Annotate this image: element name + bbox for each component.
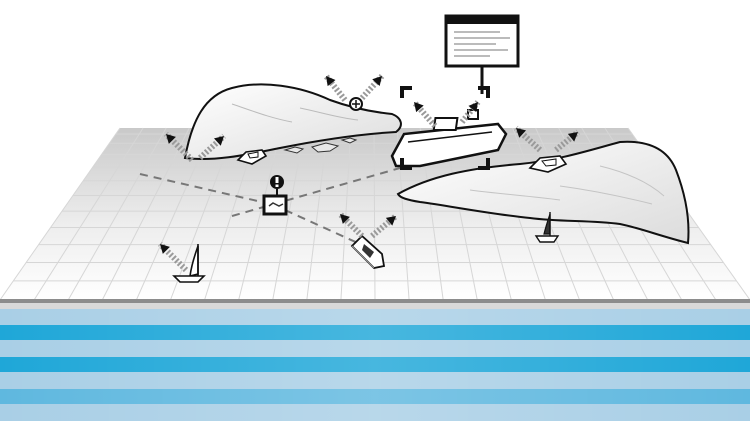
- rock-2: [310, 142, 340, 153]
- signal-arrowhead: [160, 244, 170, 254]
- signal-arrowhead: [326, 76, 336, 87]
- signal-ray: [513, 125, 543, 153]
- cargo-ship[interactable]: [390, 86, 508, 170]
- signal-arrowhead: [372, 76, 382, 87]
- signal-arrowhead: [516, 128, 527, 138]
- signal-ray: [411, 100, 438, 128]
- grid-line: [340, 127, 352, 301]
- rock-3: [340, 137, 358, 144]
- blue-stripes: [0, 309, 750, 421]
- signal-arrowhead: [567, 132, 578, 142]
- target-buoy-icon: [268, 202, 284, 207]
- grid-line: [101, 127, 190, 301]
- signal-rays: [157, 73, 580, 273]
- grid-line: [465, 127, 512, 301]
- sailboat-right[interactable]: [534, 212, 560, 243]
- stripe-sheen: [0, 309, 750, 421]
- tracking-brackets: [400, 86, 490, 170]
- route-lines: [139, 167, 401, 245]
- grid-line: [0, 127, 121, 301]
- grid-line: [306, 127, 329, 301]
- signal-arrowhead: [385, 216, 396, 226]
- sailboat-left[interactable]: [172, 244, 206, 283]
- signal-arrowhead: [166, 134, 176, 144]
- base-edge-light: [0, 303, 750, 309]
- right-coast: [396, 140, 690, 245]
- small-boat-right[interactable]: [528, 155, 568, 173]
- small-boat-left[interactable]: [236, 149, 268, 165]
- base-edge-dark: [0, 299, 750, 303]
- left-island-ridge: [231, 103, 359, 123]
- text-document-icon: [454, 31, 510, 57]
- island-station[interactable]: [349, 97, 363, 111]
- grid-line: [33, 127, 144, 301]
- signal-ray: [197, 133, 227, 161]
- signal-ray: [554, 129, 580, 153]
- right-coast-ridge: [469, 165, 665, 205]
- signal-ray: [370, 213, 398, 239]
- center-boat[interactable]: [350, 234, 386, 269]
- left-island: [183, 83, 402, 161]
- signal-arrowhead: [468, 102, 478, 113]
- rock-1: [283, 146, 305, 154]
- buoy[interactable]: [262, 194, 288, 216]
- grid-line: [67, 127, 167, 301]
- signal-arrowhead: [340, 214, 350, 224]
- grid-line: [238, 127, 283, 301]
- grid-line: [373, 127, 376, 301]
- signal-arrowhead: [213, 136, 224, 146]
- info-panel[interactable]: [444, 14, 520, 94]
- signal-arrowhead: [414, 102, 424, 113]
- grid-line: [272, 127, 306, 301]
